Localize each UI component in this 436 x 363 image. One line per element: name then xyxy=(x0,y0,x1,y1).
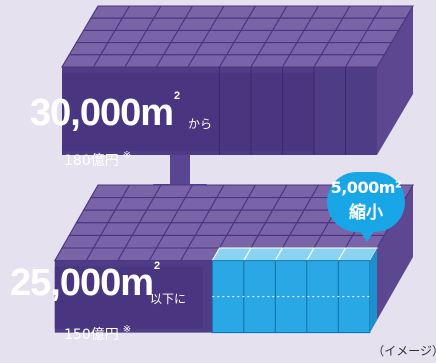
callout-text: 縮小 xyxy=(349,203,383,223)
top-qualifier: から xyxy=(188,117,213,131)
top-area-unit: m xyxy=(140,92,174,134)
image-caption: （イメージ） xyxy=(372,344,436,358)
bottom-block-reduced-side xyxy=(369,248,377,333)
bottom-area-unit: m xyxy=(120,262,154,304)
bottom-cost: 150億円※ xyxy=(64,324,131,344)
top-cost-value: 180億円 xyxy=(64,153,119,169)
top-area-label: 30,000m2 xyxy=(30,90,180,135)
bottom-area-value: 25,000 xyxy=(10,262,121,304)
top-block-side-face xyxy=(377,6,413,155)
top-block-top-cell xyxy=(373,5,414,19)
top-cost-note: ※ xyxy=(122,150,132,161)
callout-pointer xyxy=(358,228,376,242)
top-block-top-cell xyxy=(358,29,400,44)
bottom-cost-value: 150億円 xyxy=(64,327,119,343)
top-block-top-cell xyxy=(366,17,407,31)
top-area-value: 30,000 xyxy=(30,92,141,134)
bottom-block-label-band xyxy=(54,266,203,329)
reduction-callout: 5,000m² 縮小 xyxy=(327,172,405,232)
top-block-30000 xyxy=(61,5,414,155)
bottom-qualifier: 以下に xyxy=(150,292,187,306)
top-area-sup: 2 xyxy=(174,90,180,102)
top-cost: 180億円※ xyxy=(64,150,131,170)
top-block-top-cell xyxy=(344,54,386,68)
top-block-top-cell xyxy=(351,42,393,56)
bottom-area-sup: 2 xyxy=(154,260,160,272)
bottom-area-label: 25,000m2 xyxy=(10,260,160,305)
bottom-block-side-face xyxy=(369,185,413,333)
callout-area: 5,000m² xyxy=(330,178,402,197)
bottom-cost-note: ※ xyxy=(122,324,132,335)
bottom-block-reduced-front xyxy=(211,260,371,334)
